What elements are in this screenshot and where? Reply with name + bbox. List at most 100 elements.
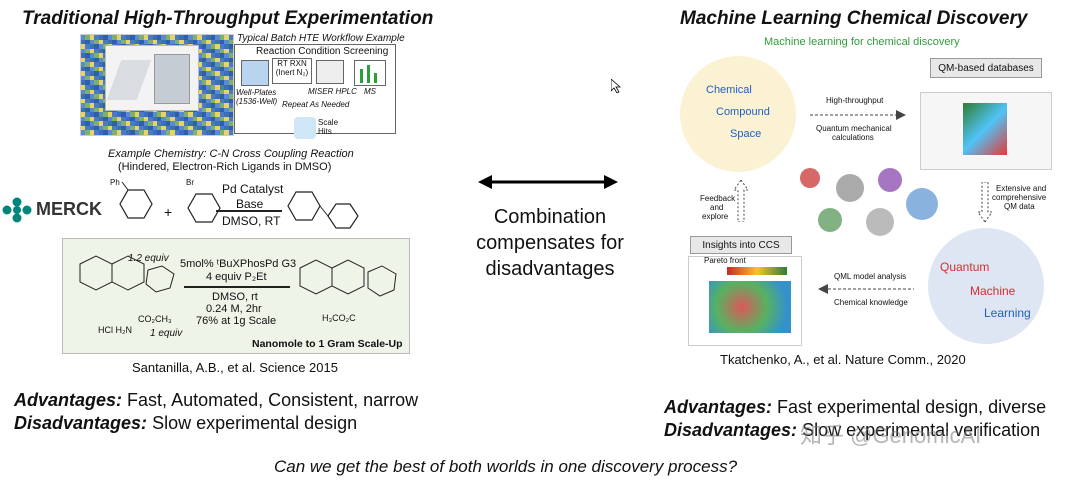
example-chemistry-line2: (Hindered, Electron-Rich Ligands in DMSO… bbox=[118, 161, 332, 173]
qm-properties-panel bbox=[920, 92, 1052, 170]
combination-line3: disadvantages bbox=[485, 258, 615, 280]
feedback-2: and bbox=[710, 203, 724, 212]
scale-label: Scale bbox=[318, 118, 339, 127]
qm-heatmap bbox=[963, 103, 1007, 155]
insights-box: Insights into CCS bbox=[690, 236, 792, 254]
feedback-arrow-icon bbox=[733, 179, 749, 223]
plus-sign: + bbox=[164, 204, 173, 220]
reaction-arrow-1 bbox=[216, 210, 282, 212]
left-title: Traditional High-Throughput Experimentat… bbox=[22, 8, 434, 29]
well-plates-label: Well-Plates bbox=[236, 88, 277, 97]
quantum-label: Quantum bbox=[940, 260, 990, 274]
screening-label: Reaction Condition Screening bbox=[256, 46, 389, 57]
left-advantages-label: Advantages: bbox=[14, 390, 123, 410]
left-advantages-text: Fast, Automated, Consistent, narrow bbox=[127, 390, 419, 410]
workflow-title: Typical Batch HTE Workflow Example bbox=[237, 33, 405, 44]
feedback-1: Feedback bbox=[700, 194, 736, 203]
co2ch3-label: CO₂CH₃ bbox=[138, 314, 172, 324]
quantum-calc-1: Quantum mechanical bbox=[816, 124, 892, 133]
combination-line2: compensates for bbox=[476, 232, 624, 254]
cond2-label: 0.24 M, 2hr bbox=[206, 303, 262, 315]
hplc-icon bbox=[316, 60, 344, 84]
right-advantages-text: Fast experimental design, diverse bbox=[777, 397, 1047, 417]
ml-subtitle: Machine learning for chemical discovery bbox=[764, 36, 960, 48]
pareto-colorbar bbox=[727, 267, 787, 275]
reaction-arrow-2 bbox=[184, 286, 290, 288]
compound-label: Compound bbox=[716, 106, 770, 118]
hcl-label: HCl H₂N bbox=[98, 325, 132, 335]
miser-label: MISER HPLC bbox=[308, 87, 357, 96]
pareto-plot bbox=[688, 256, 802, 346]
right-advantages: Advantages: Fast experimental design, di… bbox=[664, 397, 1046, 418]
bromopyridine-structure bbox=[180, 182, 230, 238]
reactant-structure bbox=[70, 244, 180, 304]
hte-well-plate-image bbox=[80, 34, 234, 136]
quantum-calc-2: calculations bbox=[832, 133, 874, 142]
well-plate-icon bbox=[241, 60, 269, 86]
catalyst-label: 5mol% ᵗBuXPhosPd G3 bbox=[180, 258, 297, 270]
combination-text: Combination compensates for disadvantage… bbox=[460, 204, 640, 282]
scale-hits-icon bbox=[294, 117, 316, 139]
base2-label: 4 equiv P₂Et bbox=[206, 271, 267, 283]
inert-label: (Inert N₂) bbox=[275, 68, 309, 77]
left-disadvantages: Disadvantages: Slow experimental design bbox=[14, 413, 357, 434]
left-disadvantages-label: Disadvantages: bbox=[14, 413, 148, 433]
extensive-arrow-icon bbox=[977, 181, 993, 223]
equiv-1-label: 1 equiv bbox=[150, 328, 183, 339]
right-citation: Tkatchenko, A., et al. Nature Comm., 202… bbox=[720, 352, 966, 367]
pd-catalyst-label: Pd Catalyst bbox=[222, 182, 284, 196]
base-label: Base bbox=[236, 197, 264, 211]
ms-label: MS bbox=[364, 87, 376, 96]
dmso-rt-label: DMSO, RT bbox=[222, 214, 281, 228]
repeat-label: Repeat As Needed bbox=[282, 100, 350, 109]
chem-knowledge-label: Chemical knowledge bbox=[834, 298, 908, 307]
br-label: Br bbox=[186, 178, 194, 187]
cond3-label: 76% at 1g Scale bbox=[196, 315, 277, 327]
qml-label: QML model analysis bbox=[834, 272, 907, 281]
equiv-12-label: 1.2 equiv bbox=[128, 253, 169, 264]
nanomole-label: Nanomole to 1 Gram Scale-Up bbox=[252, 338, 403, 350]
right-title: Machine Learning Chemical Discovery bbox=[680, 8, 1028, 29]
watermark: 知乎 @GenomicAI bbox=[800, 423, 982, 448]
question-text: Can we get the best of both worlds in on… bbox=[274, 457, 738, 476]
space-label: Space bbox=[730, 128, 762, 140]
chemical-compound-space-circle bbox=[680, 56, 796, 172]
pareto-label: Pareto front bbox=[704, 256, 746, 265]
rt-rxn-label: RT RXN bbox=[277, 59, 307, 68]
right-disadvantages: Disadvantages: Slow experimental verific… bbox=[664, 420, 1040, 441]
qm-databases-box: QM-based databases bbox=[930, 58, 1042, 78]
learning-label: Learning bbox=[984, 306, 1031, 320]
feedback-3: explore bbox=[702, 212, 729, 221]
right-advantages-label: Advantages: bbox=[664, 397, 773, 417]
left-disadvantages-text: Slow experimental design bbox=[152, 413, 358, 433]
chemical-label: Chemical bbox=[706, 84, 752, 96]
right-disadvantages-label: Disadvantages: bbox=[664, 420, 798, 440]
extensive-2: comprehensive bbox=[992, 193, 1047, 202]
pareto-scatter bbox=[709, 281, 791, 333]
ph-label: Ph bbox=[110, 178, 120, 187]
machine-label: Machine bbox=[970, 284, 1016, 298]
qml-circle bbox=[928, 228, 1044, 344]
double-arrow-icon bbox=[478, 174, 618, 190]
robot-photo bbox=[105, 45, 199, 111]
right-disadvantages-text: Slow experimental verification bbox=[802, 420, 1041, 440]
example-chemistry-line1: Example Chemistry: C-N Cross Coupling Re… bbox=[108, 148, 354, 160]
high-throughput-label: High-throughput bbox=[826, 96, 884, 105]
extensive-1: Extensive and bbox=[996, 184, 1047, 193]
h3co2c-label: H₃CO₂C bbox=[322, 313, 356, 323]
scaled-product-structure bbox=[294, 246, 404, 318]
hits-label: Hits bbox=[318, 127, 332, 136]
rt-rxn-box: RT RXN (Inert N₂) bbox=[272, 58, 312, 84]
product-structure bbox=[284, 178, 374, 236]
merck-wordmark: MERCK bbox=[36, 199, 102, 219]
ht-arrow-icon bbox=[810, 108, 906, 120]
extensive-3: QM data bbox=[1004, 202, 1035, 211]
ms-chart-icon bbox=[354, 60, 386, 86]
well-count-label: (1536-Well) bbox=[236, 97, 278, 106]
combination-line1: Combination bbox=[493, 206, 607, 228]
molecule-cluster-image bbox=[790, 158, 950, 244]
piperidine-structure bbox=[108, 176, 168, 232]
cond1-label: DMSO, rt bbox=[212, 291, 258, 303]
scale-up-reaction-box bbox=[62, 238, 410, 354]
left-advantages: Advantages: Fast, Automated, Consistent,… bbox=[14, 390, 418, 411]
